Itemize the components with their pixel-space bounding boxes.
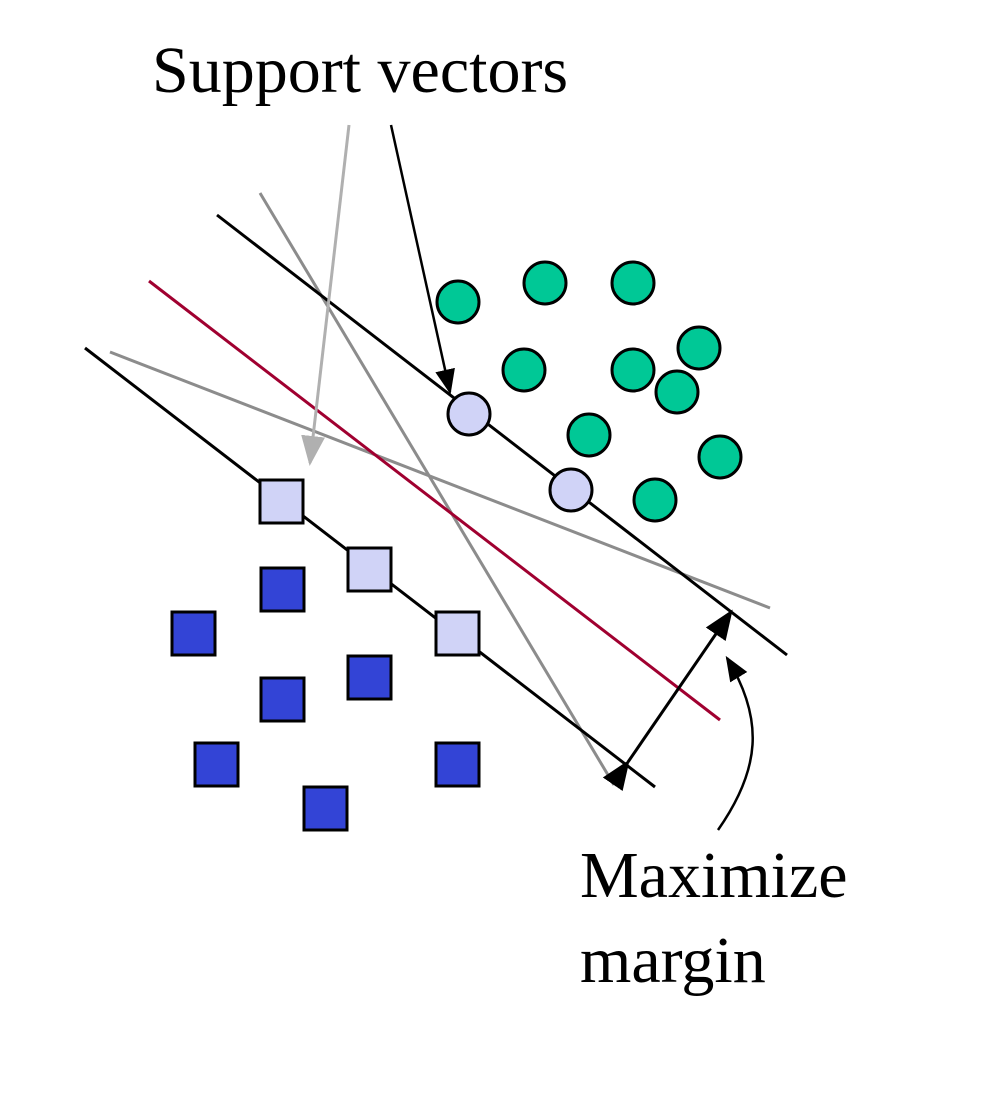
circle-point [501, 347, 547, 393]
upper-margin-line [216, 213, 788, 657]
circle-support-vectors [446, 391, 594, 513]
margin-width-arrow [602, 609, 733, 792]
square-point [170, 610, 217, 657]
circle-point [697, 434, 743, 480]
support-vector-pointer-arrow-dark [389, 124, 455, 395]
square-support-vectors [258, 478, 481, 657]
circle-support-vector [446, 391, 492, 437]
support-vectors-label: Support vectors [152, 34, 568, 107]
circle-point [522, 260, 568, 306]
square-class-points [170, 566, 481, 832]
square-support-vector [434, 610, 481, 657]
circle-point [566, 412, 612, 458]
square-point [193, 741, 240, 788]
circle-class-points [435, 260, 743, 523]
square-support-vector [346, 546, 393, 593]
square-point [434, 741, 481, 788]
square-point [259, 676, 306, 723]
maximize-margin-pointer-arrow [716, 655, 754, 831]
margin-label: margin [580, 924, 766, 997]
circle-point [676, 325, 722, 371]
circle-point [610, 347, 656, 393]
circle-point [610, 260, 656, 306]
square-point [259, 566, 306, 613]
square-support-vector [258, 478, 305, 525]
square-point [302, 785, 349, 832]
circle-support-vector [548, 467, 594, 513]
circle-point [435, 279, 481, 325]
circle-point [632, 477, 678, 523]
alternative-line-steep [258, 192, 616, 786]
support-vector-pointer-arrow-light [301, 124, 351, 466]
maximize-label: Maximize [580, 839, 848, 912]
square-point [346, 654, 393, 701]
circle-point [654, 369, 700, 415]
alternative-line-shallow [109, 350, 771, 610]
